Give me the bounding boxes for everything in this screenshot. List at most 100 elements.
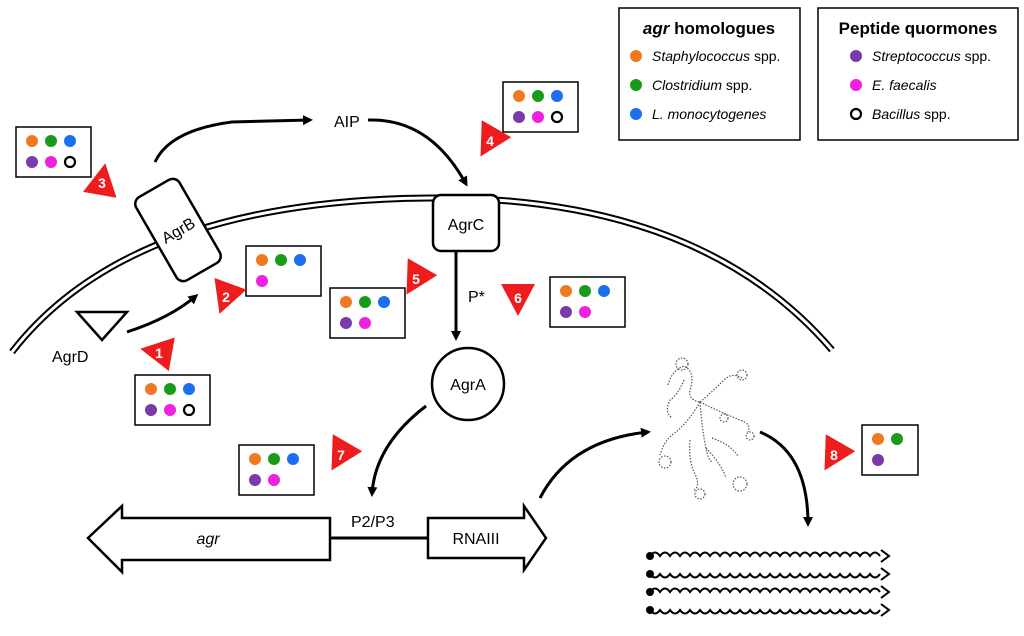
step-marker-1: 1	[140, 337, 175, 371]
aip-label: AIP	[334, 114, 360, 131]
step-marker-5: 5	[406, 258, 438, 295]
step-number: 8	[830, 447, 838, 463]
purple-dot	[850, 50, 862, 62]
magenta-dot	[359, 317, 371, 329]
aip-to-agrc-arrow	[367, 118, 468, 187]
agra-label: AgrA	[450, 377, 486, 394]
dot-box-4	[502, 81, 579, 133]
purple-dot	[513, 111, 525, 123]
structure-to-mrna-arrow	[759, 430, 813, 527]
agrc-protein	[431, 193, 501, 253]
agrd-to-agrb-arrow	[126, 294, 199, 334]
legend-agr-homologues: agr homologues Staphylococcus spp. Clostr…	[618, 7, 801, 141]
magenta-dot	[532, 111, 544, 123]
green-dot	[532, 90, 544, 102]
mrna-strand	[649, 572, 881, 579]
legend-agr-title: agr homologues	[643, 19, 775, 38]
purple-dot	[145, 404, 157, 416]
mrna-cap	[646, 588, 654, 596]
blue-dot	[294, 254, 306, 266]
magenta-dot	[850, 79, 862, 91]
rnaiii-label: RNAIII	[452, 531, 499, 548]
phosphate-label: P*	[468, 289, 485, 306]
target-mrnas	[646, 549, 891, 617]
purple-dot	[872, 454, 884, 466]
rnaiii-gene-arrow	[426, 501, 548, 575]
step-number: 2	[222, 289, 230, 305]
magenta-dot	[579, 306, 591, 318]
mrna-strand	[649, 587, 881, 594]
blue-dot	[378, 296, 390, 308]
legend-item: Clostridium spp.	[652, 77, 752, 93]
agra-to-promoter-arrow	[367, 404, 427, 497]
step-number: 3	[98, 175, 106, 191]
green-dot	[268, 453, 280, 465]
step-marker-3: 3	[83, 163, 117, 198]
agrb-protein: AgrB	[134, 177, 222, 283]
legend-peptide-title: Peptide quormones	[839, 19, 998, 38]
agrd-triangle	[74, 310, 130, 342]
orange-dot	[560, 285, 572, 297]
rnaiii-to-structure-arrow	[538, 427, 651, 499]
blue-dot	[598, 285, 610, 297]
orange-dot	[26, 135, 38, 147]
open-dot	[550, 110, 564, 124]
mrna-arrowhead	[880, 603, 891, 617]
dot-box-2	[245, 245, 322, 297]
step-number: 1	[155, 345, 163, 361]
mrna-strand	[649, 551, 881, 558]
step-number: 5	[412, 271, 420, 287]
green-dot	[164, 383, 176, 395]
purple-dot	[249, 474, 261, 486]
legend-item: E. faecalis	[872, 77, 937, 93]
mrna-arrowhead	[880, 585, 891, 599]
purple-dot	[560, 306, 572, 318]
open-dot	[63, 155, 77, 169]
step-number: 7	[337, 447, 345, 463]
step-marker-6: 6	[501, 284, 535, 316]
blue-dot	[287, 453, 299, 465]
mrna-cap	[646, 570, 654, 578]
green-dot	[45, 135, 57, 147]
step-number: 6	[514, 290, 522, 306]
rnaiii-secondary-structure	[658, 357, 755, 500]
mrna-arrowhead	[880, 567, 891, 581]
step-number: 4	[486, 133, 494, 149]
agrb-to-aip-arrow	[153, 115, 313, 163]
agrd-label: AgrD	[52, 349, 88, 366]
open-dot	[182, 403, 196, 417]
legend-item: L. monocytogenes	[652, 106, 766, 122]
green-dot	[891, 433, 903, 445]
step-marker-4: 4	[480, 120, 512, 157]
magenta-dot	[164, 404, 176, 416]
mrna-cap	[646, 552, 654, 560]
legend-item: Bacillus spp.	[872, 106, 951, 122]
purple-dot	[26, 156, 38, 168]
open-dot	[849, 107, 863, 121]
legend-item: Streptococcus spp.	[872, 48, 991, 64]
blue-dot	[551, 90, 563, 102]
magenta-dot	[268, 474, 280, 486]
purple-dot	[340, 317, 352, 329]
orange-dot	[513, 90, 525, 102]
mrna-cap	[646, 606, 654, 614]
green-dot	[359, 296, 371, 308]
orange-dot	[630, 50, 642, 62]
orange-dot	[340, 296, 352, 308]
dot-box-3	[15, 126, 92, 178]
orange-dot	[145, 383, 157, 395]
green-dot	[630, 79, 642, 91]
blue-dot	[64, 135, 76, 147]
agr-gene-label: agr	[196, 531, 220, 548]
orange-dot	[249, 453, 261, 465]
legend-item: Staphylococcus spp.	[652, 48, 780, 64]
dot-box-8	[861, 424, 919, 476]
dot-box-7	[238, 444, 315, 496]
dot-box-5	[329, 287, 406, 339]
mrna-arrowhead	[880, 549, 891, 563]
step-marker-2: 2	[214, 277, 247, 314]
blue-dot	[630, 108, 642, 120]
green-dot	[275, 254, 287, 266]
